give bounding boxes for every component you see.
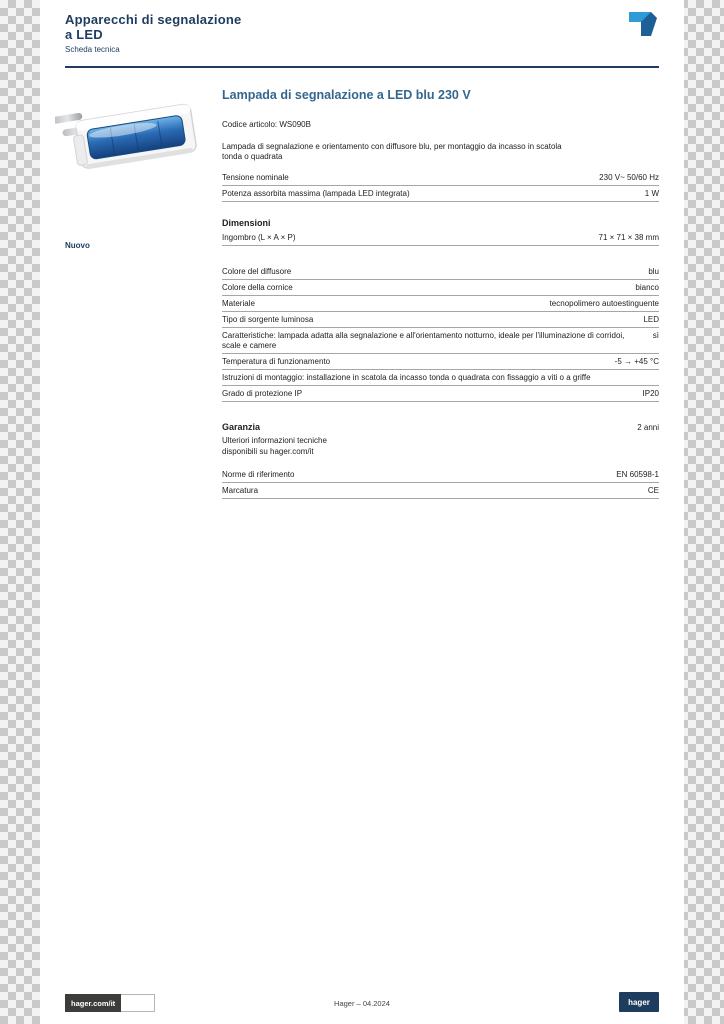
spec-value: 1 W (644, 189, 659, 198)
screw-icon (52, 113, 83, 124)
spec-row: Grado di protezione IP IP20 (222, 386, 659, 402)
spec-block-technical: Colore del diffusore blu Colore della co… (222, 264, 659, 402)
datasheet-page: Apparecchi di segnalazione a LED Scheda … (40, 0, 684, 1024)
footer-center-text: Hager – 04.2024 (334, 999, 390, 1008)
spec-label: Ingombro (L × A × P) (222, 233, 296, 242)
spec-label: Caratteristiche: lampada adatta alla seg… (222, 331, 625, 350)
spec-label: Grado di protezione IP (222, 389, 303, 398)
warranty-row: Garanzia 2 anni (222, 422, 659, 432)
product-image (52, 83, 210, 191)
footer-brand-box: hager (619, 992, 659, 1012)
header-divider (65, 66, 659, 68)
product-title: Lampada di segnalazione a LED blu 230 V (222, 88, 471, 102)
spec-value: EN 60598-1 (616, 470, 659, 479)
hager-logo-svg (629, 12, 657, 36)
warranty-value: 2 anni (637, 423, 659, 432)
spec-row: Marcatura CE (222, 483, 659, 499)
product-description: Lampada di segnalazione e orientamento c… (222, 142, 562, 161)
website-link[interactable]: hager.com/it (65, 994, 122, 1012)
spec-value: sì (652, 331, 659, 340)
spec-row: Norme di riferimento EN 60598-1 (222, 467, 659, 483)
spec-row: Ingombro (L × A × P) 71 × 71 × 38 mm (222, 230, 659, 246)
spec-value: 230 V~ 50/60 Hz (599, 173, 659, 182)
header-title-line2: a LED (65, 27, 103, 42)
spec-row: Istruzioni di montaggio: installazione i… (222, 370, 659, 386)
spec-value: blu (648, 267, 659, 276)
spec-value: 71 × 71 × 38 mm (598, 233, 659, 242)
spec-value: bianco (635, 283, 659, 292)
warranty-note-line1: Ulteriori informazioni tecniche (222, 436, 327, 445)
spec-label: Tipo di sorgente luminosa (222, 315, 314, 324)
spec-label: Materiale (222, 299, 255, 308)
spec-label: Tensione nominale (222, 173, 289, 182)
page-footer: hager.com/it Hager – 04.2024 hager (65, 990, 659, 1012)
spec-row: Potenza assorbita massima (lampada LED i… (222, 186, 659, 202)
spec-label: Potenza assorbita massima (lampada LED i… (222, 189, 410, 198)
spec-label: Istruzioni di montaggio: installazione i… (222, 373, 591, 382)
website-box[interactable]: hager.com/it (65, 994, 156, 1012)
spec-row: Caratteristiche: lampada adatta alla seg… (222, 328, 659, 354)
spec-label: Colore del diffusore (222, 267, 292, 276)
spec-label: Colore della cornice (222, 283, 293, 292)
warranty-label: Garanzia (222, 422, 261, 432)
product-code: Codice articolo: WS090B (222, 120, 311, 129)
spec-value: IP20 (642, 389, 659, 398)
website-box-extension (121, 994, 156, 1012)
spec-label: Temperatura di funzionamento (222, 357, 331, 366)
spec-label: Marcatura (222, 486, 259, 495)
spec-value: tecnopolimero autoestinguente (549, 299, 659, 308)
hager-logo-icon (627, 10, 659, 40)
section-title-dimensions: Dimensioni (222, 218, 271, 228)
warranty-block: Garanzia 2 anni Ulteriori informazioni t… (222, 422, 659, 457)
spec-row: Tensione nominale 230 V~ 50/60 Hz (222, 170, 659, 186)
spec-block-dimensions: Ingombro (L × A × P) 71 × 71 × 38 mm (222, 230, 659, 246)
new-badge: Nuovo (65, 241, 90, 250)
spec-row: Colore della cornice bianco (222, 280, 659, 296)
spec-label: Norme di riferimento (222, 470, 295, 479)
spec-value: CE (647, 486, 659, 495)
doc-type-label: Scheda tecnica (65, 45, 120, 54)
spec-row: Temperatura di funzionamento -5 → +45 °C (222, 354, 659, 370)
warranty-note-line2: disponibili su hager.com/it (222, 447, 314, 456)
spec-block-norms: Norme di riferimento EN 60598-1 Marcatur… (222, 467, 659, 499)
spec-row: Tipo di sorgente luminosa LED (222, 312, 659, 328)
spec-block-general: Tensione nominale 230 V~ 50/60 Hz Potenz… (222, 170, 659, 202)
spec-row: Colore del diffusore blu (222, 264, 659, 280)
spec-value: LED (643, 315, 659, 324)
spec-row: Materiale tecnopolimero autoestinguente (222, 296, 659, 312)
header-title-line1: Apparecchi di segnalazione (65, 12, 242, 27)
product-image-svg (52, 103, 197, 170)
content-column: Lampada di segnalazione a LED blu 230 V … (222, 88, 659, 499)
page-header: Apparecchi di segnalazione a LED Scheda … (65, 12, 659, 54)
spec-value: -5 → +45 °C (614, 357, 659, 366)
